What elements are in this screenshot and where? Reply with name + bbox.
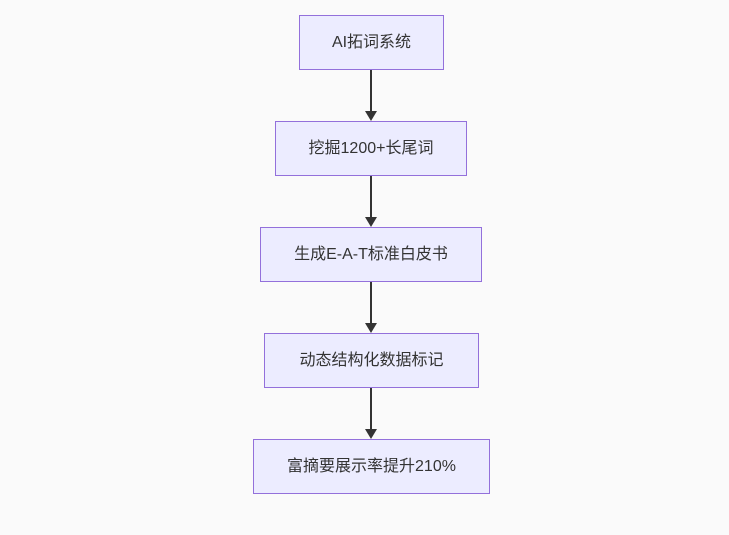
arrow-head-down-icon [365, 323, 377, 333]
arrow-head-down-icon [365, 429, 377, 439]
connector-arrow-2 [365, 176, 377, 227]
connector-arrow-1 [365, 70, 377, 121]
flow-node-structured-data-markup: 动态结构化数据标记 [264, 333, 479, 388]
flow-node-eat-whitepaper: 生成E-A-T标准白皮书 [260, 227, 482, 282]
arrow-line [370, 70, 372, 112]
arrow-line [370, 388, 372, 430]
flow-node-label: 动态结构化数据标记 [299, 351, 444, 369]
flow-node-longtail-mining: 挖掘1200+长尾词 [275, 121, 467, 176]
flow-node-ai-word-system: AI拓词系统 [299, 15, 444, 70]
arrow-line [370, 282, 372, 324]
flow-node-rich-snippet-result: 富摘要展示率提升210% [253, 439, 490, 494]
connector-arrow-3 [365, 282, 377, 333]
flow-node-label: 挖掘1200+长尾词 [308, 139, 434, 157]
arrow-head-down-icon [365, 217, 377, 227]
flow-node-label: 富摘要展示率提升210% [287, 457, 456, 475]
flow-node-label: 生成E-A-T标准白皮书 [294, 245, 448, 263]
arrow-head-down-icon [365, 111, 377, 121]
connector-arrow-4 [365, 388, 377, 439]
arrow-line [370, 176, 372, 218]
flow-node-label: AI拓词系统 [331, 33, 412, 51]
